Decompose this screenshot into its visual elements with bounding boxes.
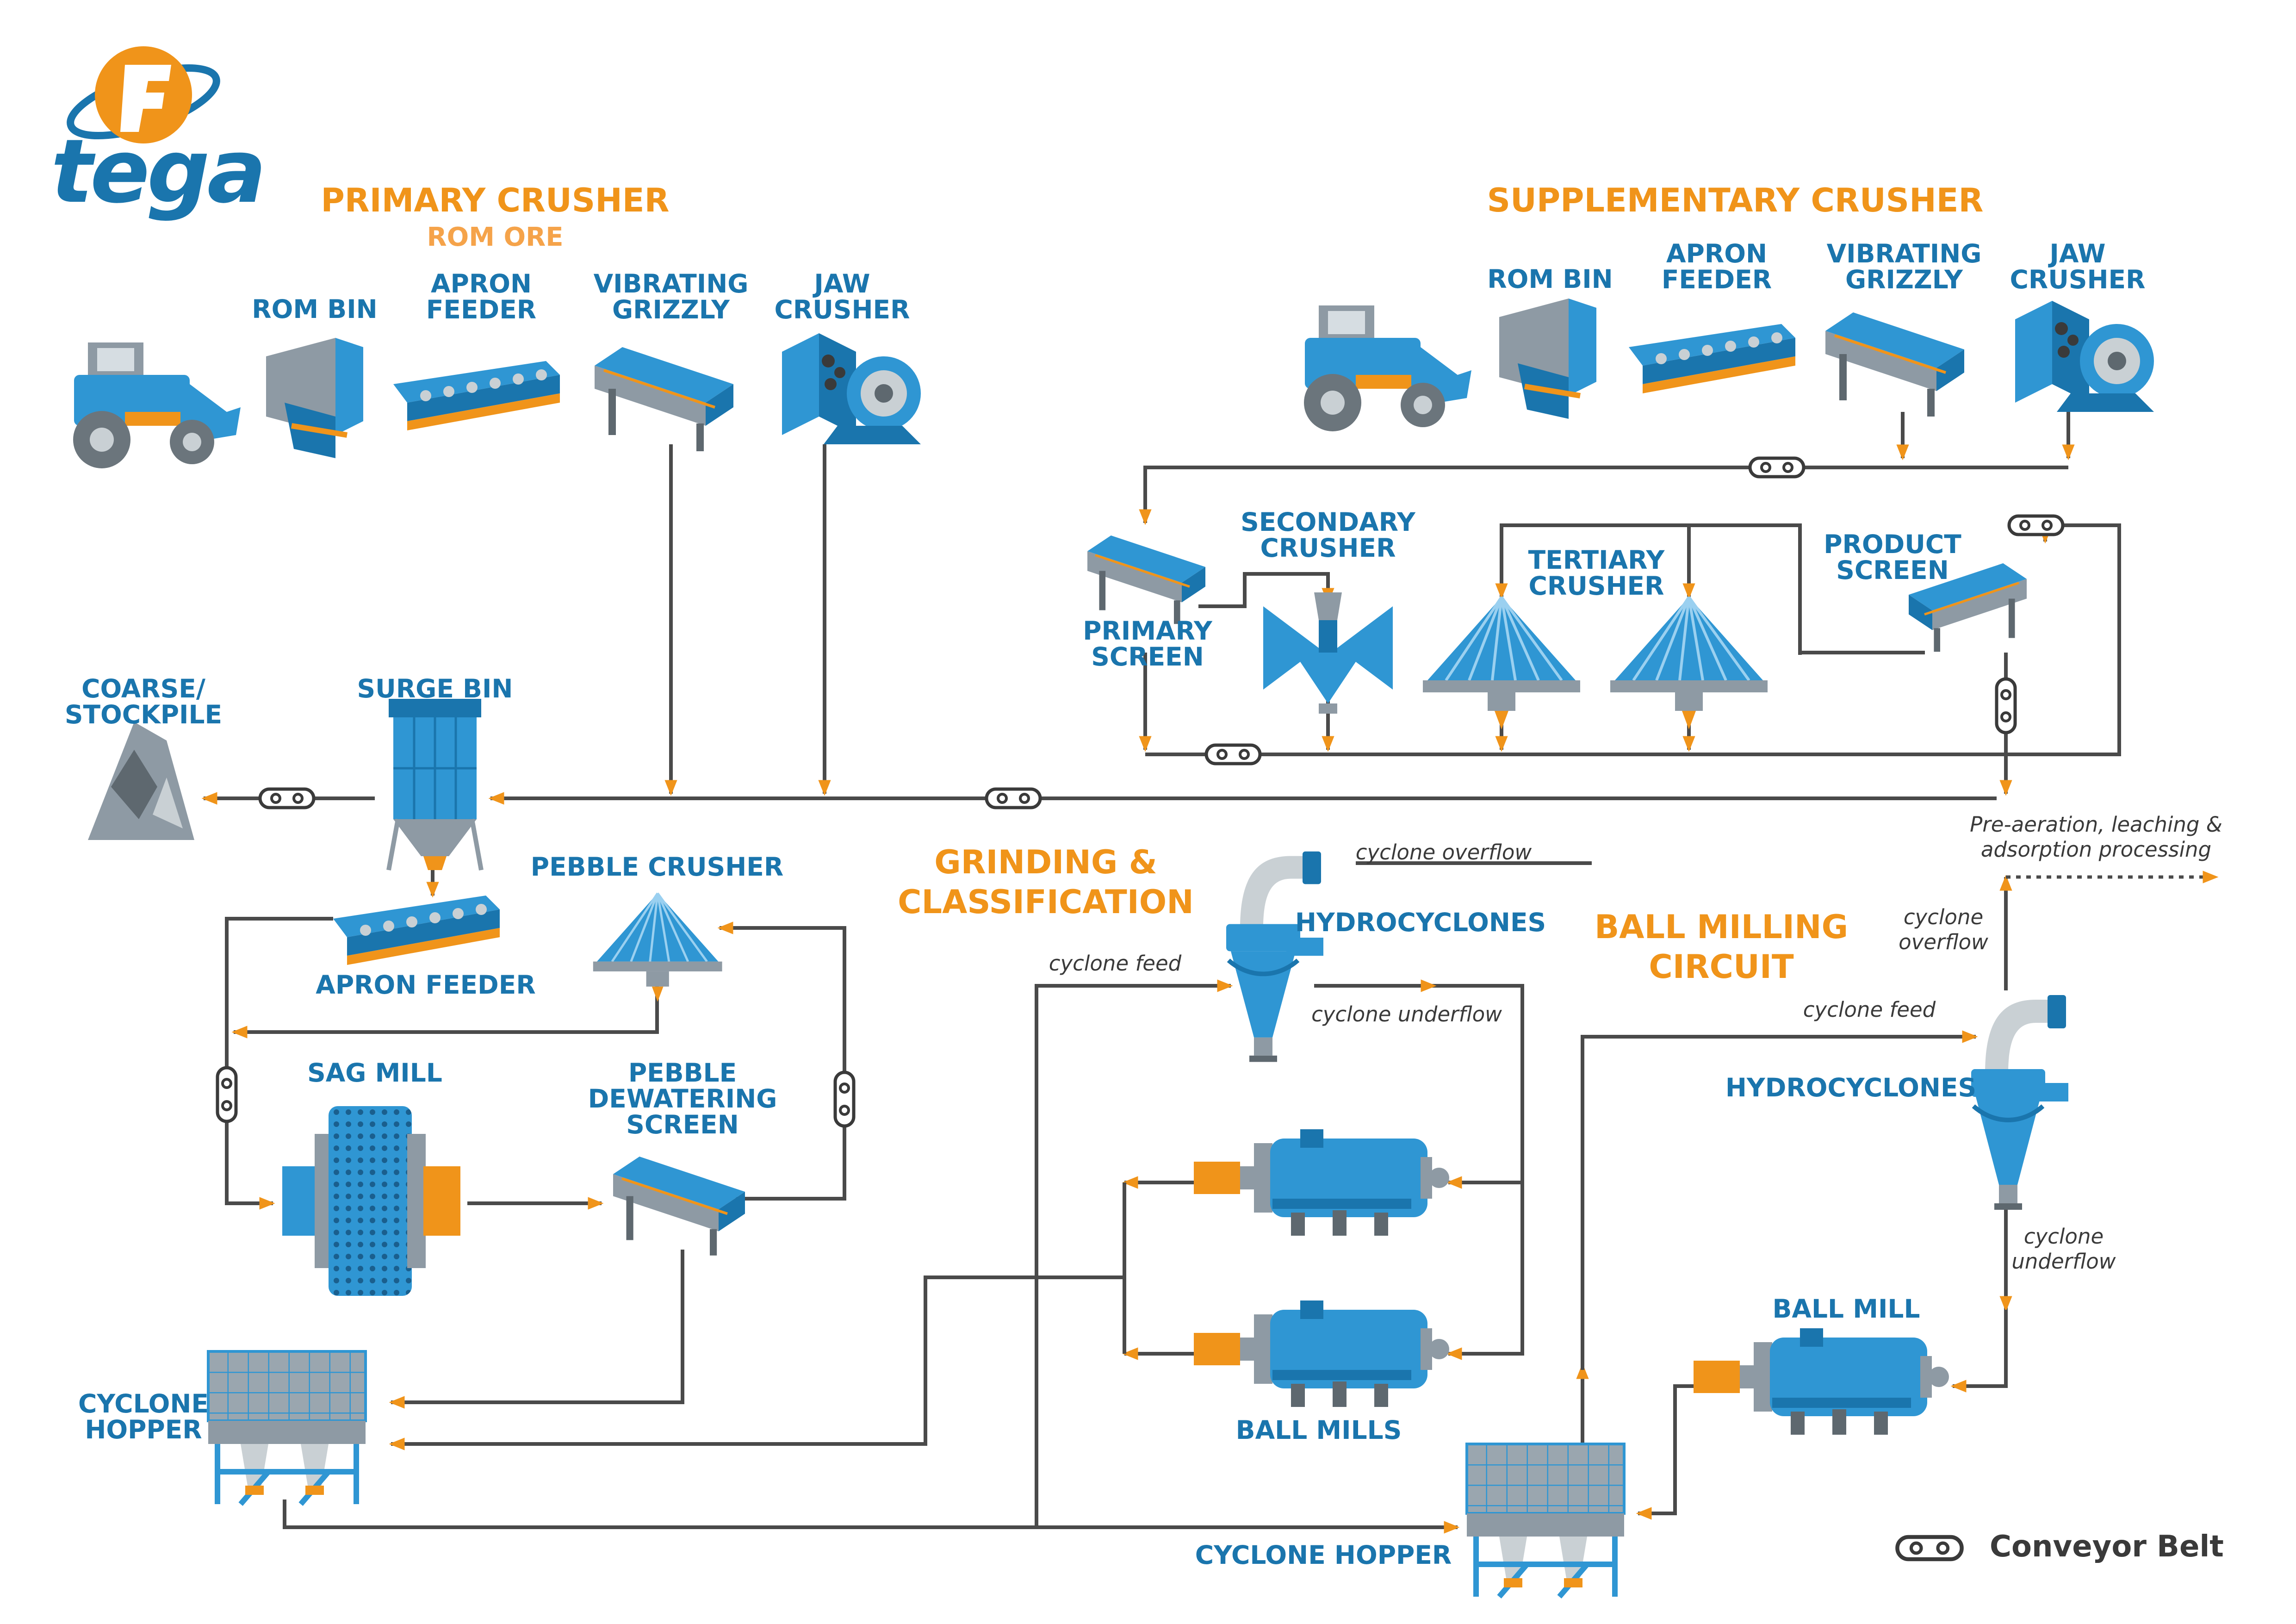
hydrocyclones-1-icon bbox=[1226, 852, 1323, 1062]
label-s-apron-feeder: APRON FEEDER bbox=[1661, 239, 1772, 294]
label-p-apron-feeder: APRON FEEDER bbox=[426, 269, 537, 324]
hydrocyclones-2-icon bbox=[1971, 995, 2068, 1210]
tega-logo bbox=[67, 46, 220, 143]
primary-jaw-crusher-icon bbox=[782, 333, 921, 444]
note-pre-aeration: Pre-aeration, leaching & adsorption proc… bbox=[1970, 812, 2222, 862]
label-p-rom-bin: ROM BIN bbox=[252, 294, 378, 324]
ball-mill-b-icon bbox=[1194, 1300, 1449, 1407]
section-supplementary-crusher-title: SUPPLEMENTARY CRUSHER bbox=[1487, 181, 1984, 219]
note-cyclone-overflow-1: cyclone overflow bbox=[1355, 840, 1532, 865]
label-hydrocyclones-1: HYDROCYCLONES bbox=[1295, 908, 1546, 937]
label-cyclone-hopper-2: CYCLONE HOPPER bbox=[1195, 1540, 1452, 1570]
primary-screen-icon bbox=[1087, 535, 1205, 624]
supp-apron-feeder-icon bbox=[1629, 324, 1795, 393]
label-pebble-dewatering-screen: PEBBLE DEWATERING SCREEN bbox=[588, 1058, 777, 1139]
primary-vibrating-grizzly-icon bbox=[595, 347, 733, 451]
note-cyclone-feed-2: cyclone feed bbox=[1803, 997, 1936, 1022]
sag-mill-icon bbox=[282, 1106, 460, 1296]
primary-loader-icon bbox=[73, 342, 241, 468]
label-primary-screen: PRIMARY SCREEN bbox=[1083, 616, 1212, 672]
label-s-jaw-crusher: JAW CRUSHER bbox=[2010, 239, 2146, 294]
label-p-vibrating-grizzly: VIBRATING GRIZZLY bbox=[593, 269, 749, 324]
note-cyclone-underflow-2: cyclone underflow bbox=[2011, 1224, 2116, 1274]
supp-loader-icon bbox=[1304, 305, 1471, 431]
primary-rom-bin-icon bbox=[266, 338, 363, 458]
surge-bin-icon bbox=[389, 699, 481, 870]
ball-mill-a-icon bbox=[1194, 1129, 1449, 1236]
note-cyclone-feed-1: cyclone feed bbox=[1049, 951, 1182, 976]
label-s-rom-bin: ROM BIN bbox=[1487, 264, 1613, 294]
section-primary-crusher-subtitle: ROM ORE bbox=[427, 222, 564, 252]
pebble-crusher-icon bbox=[593, 893, 722, 1002]
label-p-jaw-crusher: JAW CRUSHER bbox=[774, 269, 910, 324]
label-tertiary-crusher: TERTIARY CRUSHER bbox=[1528, 545, 1665, 601]
ball-mill-c-icon bbox=[1694, 1328, 1949, 1435]
legend-conveyor-belt-icon bbox=[1897, 1537, 1961, 1559]
label-secondary-crusher: SECONDARY CRUSHER bbox=[1241, 507, 1415, 563]
section-primary-crusher-title: PRIMARY CRUSHER bbox=[321, 181, 670, 219]
tertiary-crusher-1-icon bbox=[1423, 597, 1580, 729]
label-apron-feeder-2: APRON FEEDER bbox=[316, 970, 536, 1000]
pebble-dewatering-screen-icon bbox=[613, 1157, 745, 1256]
apron-feeder-2-icon bbox=[333, 896, 500, 965]
secondary-crusher-icon bbox=[1263, 592, 1393, 714]
label-surge-bin: SURGE BIN bbox=[357, 674, 513, 703]
primary-apron-feeder-icon bbox=[393, 361, 560, 430]
label-product-screen: PRODUCT SCREEN bbox=[1824, 529, 1961, 585]
note-cyclone-overflow-2: cyclone overflow bbox=[1899, 905, 1988, 954]
cyclone-hopper-2-icon bbox=[1467, 1444, 1624, 1597]
label-hydrocyclones-2: HYDROCYCLONES bbox=[1725, 1073, 1977, 1102]
tertiary-crusher-2-icon bbox=[1610, 597, 1768, 729]
legend-conveyor-belt-label: Conveyor Belt bbox=[1990, 1530, 2224, 1564]
label-coarse-stockpile: COARSE/ STOCKPILE bbox=[64, 674, 223, 729]
supp-jaw-crusher-icon bbox=[2015, 301, 2154, 412]
label-ball-mill: BALL MILL bbox=[1772, 1294, 1920, 1324]
cyclone-hopper-1-icon bbox=[208, 1351, 366, 1504]
coarse-stockpile-icon bbox=[88, 722, 194, 840]
label-cyclone-hopper-1: CYCLONE HOPPER bbox=[78, 1389, 209, 1444]
label-ball-mills: BALL MILLS bbox=[1235, 1415, 1402, 1445]
label-sag-mill: SAG MILL bbox=[307, 1058, 442, 1088]
note-cyclone-underflow-1: cyclone underflow bbox=[1311, 1002, 1502, 1027]
brand-name: tega bbox=[51, 120, 267, 223]
label-s-vibrating-grizzly: VIBRATING GRIZZLY bbox=[1826, 239, 1982, 294]
supp-rom-bin-icon bbox=[1499, 299, 1596, 419]
section-ball-milling-title: BALL MILLING CIRCUIT bbox=[1594, 908, 1849, 986]
label-pebble-crusher: PEBBLE CRUSHER bbox=[530, 852, 784, 882]
supp-vibrating-grizzly-icon bbox=[1825, 312, 1964, 417]
section-grinding-title: GRINDING & CLASSIFICATION bbox=[898, 843, 1194, 921]
